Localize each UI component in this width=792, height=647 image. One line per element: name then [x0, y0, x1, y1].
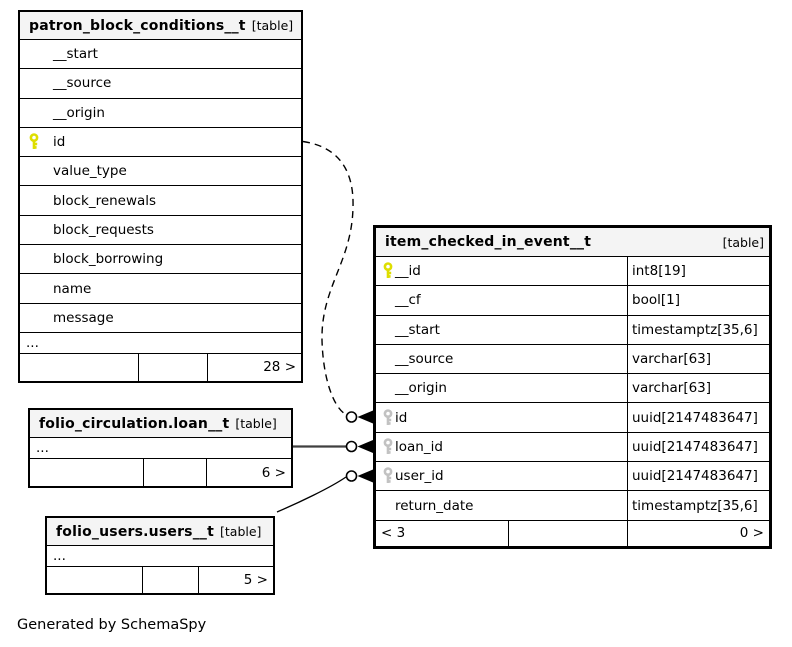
column-row: return_date timestamptz[35,6] [376, 490, 769, 520]
column-name: return_date [395, 497, 474, 514]
footer-children-count: 5 > [243, 572, 268, 588]
table-header[interactable]: folio_circulation.loan__t [table] [30, 410, 291, 437]
column-row: __start timestamptz[35,6] [376, 314, 769, 344]
column-name: __source [395, 351, 454, 368]
column-type: varchar[63] [632, 351, 712, 368]
table-footer: 28 > [20, 352, 301, 381]
primary-key-icon [383, 262, 393, 279]
elided-columns-indicator: ... [30, 437, 291, 458]
column-row: value_type [20, 156, 301, 185]
elided-columns-indicator: ... [20, 331, 301, 353]
column-row: id [20, 126, 301, 156]
footer-middle-cell [142, 567, 199, 593]
fk-endpoint-id [345, 410, 373, 424]
footer-parents-count [47, 567, 142, 593]
table-header[interactable]: item_checked_in_event__t [table] [376, 228, 769, 256]
footer-middle-cell [138, 353, 208, 381]
table-footer: 6 > [30, 458, 291, 486]
foreign-key-icon [383, 408, 393, 425]
column-row: loan_id uuid[2147483647] [376, 431, 769, 462]
table-badge: [table] [235, 416, 277, 431]
column-row: __source [20, 68, 301, 97]
column-row: block_requests [20, 214, 301, 244]
column-name: id [395, 409, 408, 426]
column-name: __cf [395, 292, 421, 309]
column-name: __origin [395, 380, 447, 397]
column-name: block_borrowing [53, 251, 164, 268]
column-row: block_renewals [20, 185, 301, 214]
column-name: message [53, 309, 114, 326]
footer-children-count: 6 > [261, 464, 286, 481]
table-title[interactable]: patron_block_conditions__t [29, 17, 246, 34]
column-row: id uuid[2147483647] [376, 402, 769, 432]
column-name: __origin [53, 104, 105, 121]
footer-parents-count [30, 459, 143, 486]
table-footer: < 3 0 > [376, 519, 769, 546]
table-header[interactable]: folio_users.users__t [table] [47, 518, 273, 545]
column-row: __origin [20, 97, 301, 127]
column-row: user_id uuid[2147483647] [376, 461, 769, 491]
column-name: __start [53, 46, 98, 63]
foreign-key-icon [383, 438, 393, 454]
column-name: block_requests [53, 221, 154, 238]
column-row: __id int8[19] [376, 256, 769, 286]
column-type: uuid[2147483647] [632, 409, 758, 426]
footer-children-count: 28 > [263, 359, 296, 376]
fk-endpoint-user-id [345, 469, 373, 483]
column-type: uuid[2147483647] [632, 468, 758, 485]
column-type: varchar[63] [632, 380, 712, 397]
column-row: __cf bool[1] [376, 285, 769, 315]
column-name: block_renewals [53, 192, 157, 209]
table-badge: [table] [722, 234, 764, 250]
primary-key-icon [29, 133, 39, 150]
column-type: int8[19] [632, 263, 686, 280]
elided-columns-indicator: ... [47, 545, 273, 566]
relationship-patron-id-dashed-line [302, 140, 354, 415]
table-title[interactable]: folio_users.users__t [56, 523, 214, 540]
table-folio-users-users: folio_users.users__t [table] ... 5 > [45, 516, 275, 595]
column-row: block_borrowing [20, 244, 301, 273]
fk-endpoint-loan-id [345, 440, 373, 453]
column-name: __start [395, 321, 440, 338]
column-row: __source varchar[63] [376, 343, 769, 374]
column-name: id [53, 134, 66, 151]
column-type: timestamptz[35,6] [632, 321, 758, 338]
column-name: __id [395, 263, 421, 280]
footer-parents-count: < 3 [381, 525, 406, 542]
column-row: message [20, 302, 301, 332]
column-row: __start [20, 39, 301, 68]
column-name: name [53, 280, 92, 297]
column-type: timestamptz[35,6] [632, 497, 758, 514]
table-patron-block-conditions: patron_block_conditions__t [table] __sta… [18, 10, 303, 383]
table-header[interactable]: patron_block_conditions__t [table] [20, 12, 301, 39]
table-title[interactable]: item_checked_in_event__t [385, 234, 592, 250]
table-item-checked-in-event: item_checked_in_event__t [table] __id in… [373, 225, 772, 549]
column-type: uuid[2147483647] [632, 438, 758, 455]
table-folio-circulation-loan: folio_circulation.loan__t [table] ... 6 … [28, 408, 293, 488]
table-badge: [table] [220, 524, 262, 539]
column-name: value_type [53, 163, 127, 180]
table-badge: [table] [251, 18, 294, 33]
generator-caption: Generated by SchemaSpy [17, 617, 207, 633]
column-name: user_id [395, 468, 444, 485]
column-type: bool[1] [632, 292, 680, 309]
column-row: __origin varchar[63] [376, 373, 769, 403]
table-title[interactable]: folio_circulation.loan__t [39, 415, 230, 432]
column-row: name [20, 273, 301, 302]
column-name: __source [53, 75, 112, 92]
footer-middle-cell [143, 459, 207, 486]
footer-middle-cell [508, 520, 628, 546]
footer-children-count: 0 > [739, 525, 764, 542]
foreign-key-icon [383, 467, 393, 484]
footer-parents-count [20, 354, 138, 381]
column-name: loan_id [395, 438, 443, 455]
table-footer: 5 > [47, 566, 273, 593]
